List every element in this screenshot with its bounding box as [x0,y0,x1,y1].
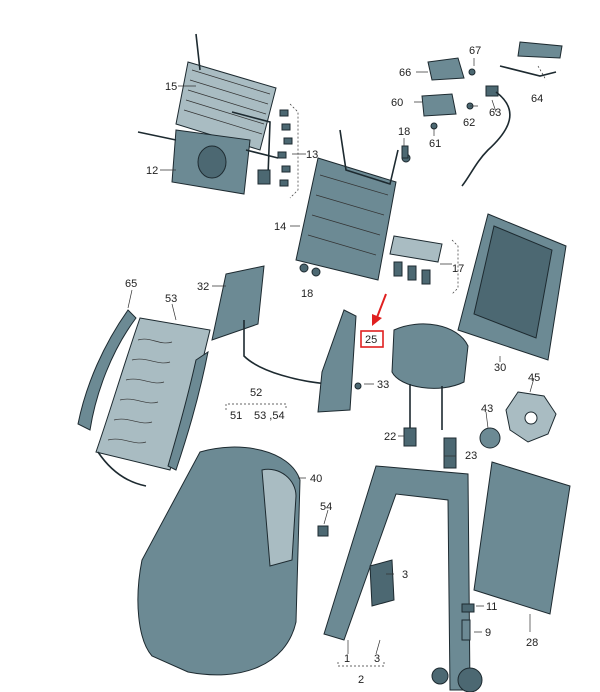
part-clip-54 [317,525,329,537]
label-22: 22 [384,431,396,443]
label-28: 28 [526,637,538,649]
part-side-trim-32 [211,265,331,385]
part-heating-mat-53 [95,317,211,487]
label-64: 64 [531,93,543,105]
part-side-cover-65 [77,309,137,431]
label-14: 14 [274,221,286,233]
label-3-right: 3 [402,569,408,581]
label-9: 9 [485,627,491,639]
label-65: 65 [125,278,137,290]
part-backrest-cushion-51 [137,446,301,676]
label-33: 33 [377,379,389,391]
label-12: 12 [146,165,158,177]
label-45: 45 [528,372,540,384]
label-25: 25 [365,334,377,346]
label-13: 13 [306,149,318,161]
highlight-25 [360,293,387,348]
part-seat-frame [323,465,483,692]
label-3-bottom: 3 [374,653,380,665]
label-63: 63 [489,107,501,119]
part-headrest [391,323,469,430]
label-15: 15 [165,81,177,93]
label-60: 60 [391,97,403,109]
part-lumbar-support [137,129,279,195]
part-small-9-11 [461,603,475,641]
part-headrest-guides [421,57,476,130]
label-62: 62 [463,117,475,129]
part-clips [277,109,293,187]
label-30: 30 [494,362,506,374]
part-washer-45 [505,391,557,443]
part-airbag-25 [317,309,362,413]
part-backrest-cover-30 [457,213,567,361]
part-screws-18 [299,145,409,277]
label-18-top: 18 [398,126,410,138]
label-43: 43 [481,403,493,415]
part-trim-17 [389,235,443,285]
label-11: 11 [486,601,497,613]
label-1: 1 [344,653,350,665]
label-32: 32 [197,281,209,293]
label-23: 23 [465,450,477,462]
part-labels: 15 12 13 14 18 18 17 66 67 64 60 62 63 6… [125,45,543,686]
label-18-bottom: 18 [301,288,313,300]
part-cable-63-64 [461,41,563,187]
label-53-top: 53 [165,293,177,305]
part-back-panel-28 [473,461,571,615]
label-53-54: 53 ,54 [254,410,285,422]
leader-lines [127,58,547,667]
label-61: 61 [429,138,441,150]
label-66: 66 [399,67,411,79]
label-54: 54 [320,501,332,513]
label-40: 40 [310,473,322,485]
label-67: 67 [469,45,481,57]
label-51: 51 [230,410,242,422]
label-17: 17 [452,263,464,275]
part-guides-22-23 [403,427,501,469]
part-backrest-wire-mat [175,33,277,177]
label-52: 52 [250,387,262,399]
label-2: 2 [358,674,364,686]
